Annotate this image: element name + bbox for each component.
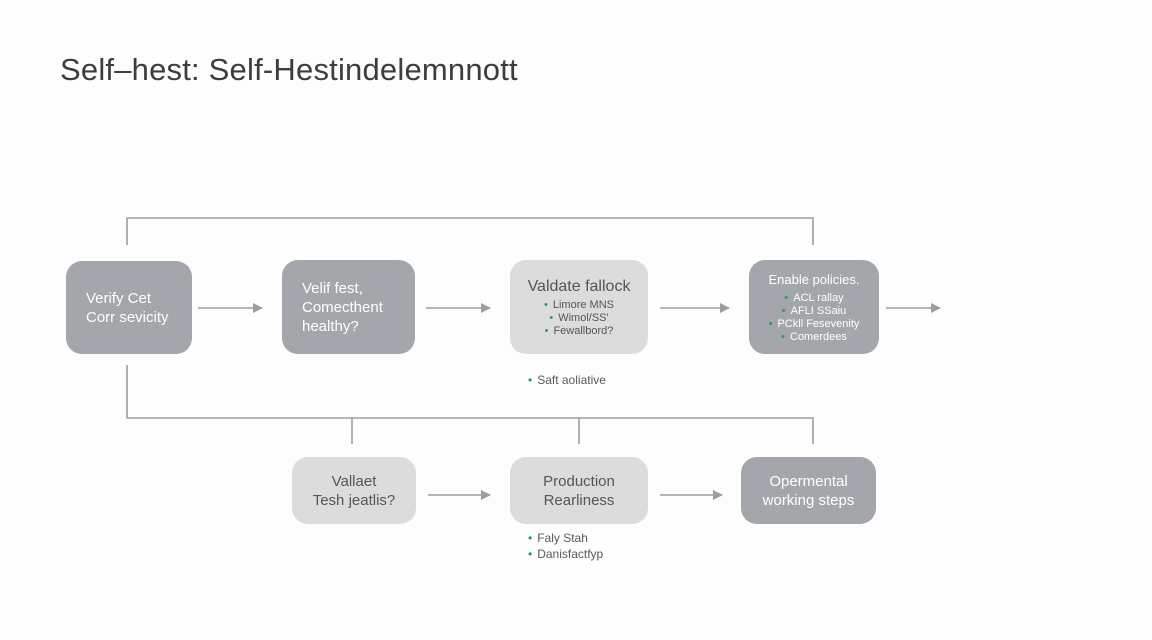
list-item: Fewallbord?: [544, 325, 614, 338]
list-item: Faly Stah: [528, 530, 603, 546]
note-production: Faly Stah Danisfactfyp: [528, 527, 603, 562]
node-validate-test-label: Vallaet Tesh jeatlis?: [312, 472, 396, 509]
list-item: ACL rallay: [769, 292, 860, 305]
node-enable-policies-bullets: ACL rallay AFLI SSaiu PCkll Fesevenity C…: [769, 292, 860, 344]
list-item: Danisfactfyp: [528, 546, 603, 562]
node-operational-label: Opermental working steps: [762, 472, 855, 509]
node-production: Production Rearliness: [510, 457, 648, 524]
list-item: Wimol/SS': [544, 312, 614, 325]
list-item: PCkll Fesevenity: [769, 318, 859, 331]
node-operational: Opermental working steps: [741, 457, 876, 524]
node-validate-fallback: Valdate fallock Limore MNS Wimol/SS' Few…: [510, 260, 648, 354]
node-enable-policies: Enable policies. ACL rallay AFLI SSaiu P…: [749, 260, 879, 354]
list-item: AFLI SSaiu: [769, 305, 860, 318]
page-title: Self–hest: Self-Hestindelemnnott: [60, 52, 518, 87]
node-validate-fallback-bullets: Limore MNS Wimol/SS' Fewallbord?: [544, 299, 614, 338]
node-verify: Verify Cet Corr sevicity: [66, 261, 192, 354]
node-self-test-label: Velif fest, Comecthent healthy?: [302, 279, 383, 335]
node-enable-policies-label: Enable policies.: [768, 272, 860, 287]
list-item: Saft aoliative: [528, 372, 606, 388]
node-verify-label: Verify Cet Corr sevicity: [86, 289, 169, 326]
note-fallback: Saft aoliative: [528, 369, 606, 388]
node-self-test: Velif fest, Comecthent healthy?: [282, 260, 415, 354]
node-validate-fallback-label: Valdate fallock: [527, 277, 631, 295]
bottom-bus-connector: [126, 365, 814, 444]
list-item: Comerdees: [769, 331, 860, 344]
node-production-label: Production Rearliness: [543, 472, 615, 509]
top-loop-connector: [126, 217, 814, 245]
list-item: Limore MNS: [544, 299, 614, 312]
node-validate-test: Vallaet Tesh jeatlis?: [292, 457, 416, 524]
